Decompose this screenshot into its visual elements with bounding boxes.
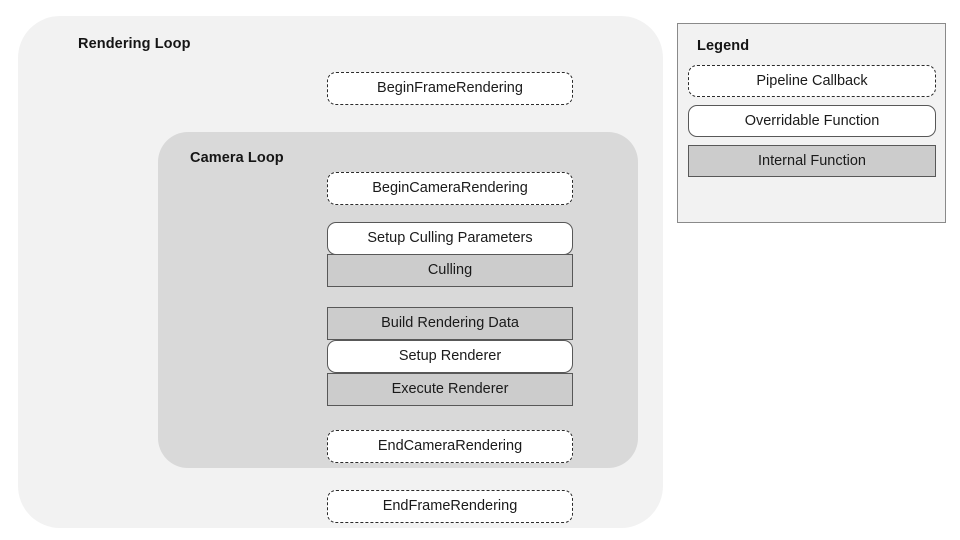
legend-item-label: Pipeline Callback <box>756 72 868 89</box>
flow-node-label: Setup Culling Parameters <box>367 230 533 247</box>
flow-node-setup-renderer[interactable]: Setup Renderer <box>327 340 573 373</box>
flow-node-culling[interactable]: Culling <box>327 254 573 287</box>
flow-node-begincamerarendering[interactable]: BeginCameraRendering <box>327 172 573 205</box>
flow-node-label: EndCameraRendering <box>377 438 523 455</box>
legend-item-internal-function: Internal Function <box>688 145 936 177</box>
rendering-loop-title: Rendering Loop <box>78 36 191 52</box>
legend-item-overridable-function: Overridable Function <box>688 105 936 137</box>
flow-node-build-rendering-data[interactable]: Build Rendering Data <box>327 307 573 340</box>
flow-node-label: BeginFrameRendering <box>377 80 523 97</box>
flow-node-label: Setup Renderer <box>398 348 502 365</box>
legend-item-label: Overridable Function <box>744 112 880 129</box>
flow-node-label: EndFrameRendering <box>382 498 518 515</box>
flow-node-label: Execute Renderer <box>391 381 509 398</box>
flow-node-label: Build Rendering Data <box>381 315 519 332</box>
flow-node-execute-renderer[interactable]: Execute Renderer <box>327 373 573 406</box>
flow-node-label: BeginCameraRendering <box>372 180 528 197</box>
flow-node-label: Culling <box>427 262 473 279</box>
flow-node-endframerendering[interactable]: EndFrameRendering <box>327 490 573 523</box>
legend-item-label: Internal Function <box>757 152 866 169</box>
flow-node-setup-culling-parameters[interactable]: Setup Culling Parameters <box>327 222 573 255</box>
flow-node-beginframerendering[interactable]: BeginFrameRendering <box>327 72 573 105</box>
camera-loop-title: Camera Loop <box>190 150 284 166</box>
flow-node-endcamerarendering[interactable]: EndCameraRendering <box>327 430 573 463</box>
legend-title: Legend <box>697 38 750 54</box>
legend-item-pipeline-callback: Pipeline Callback <box>688 65 936 97</box>
